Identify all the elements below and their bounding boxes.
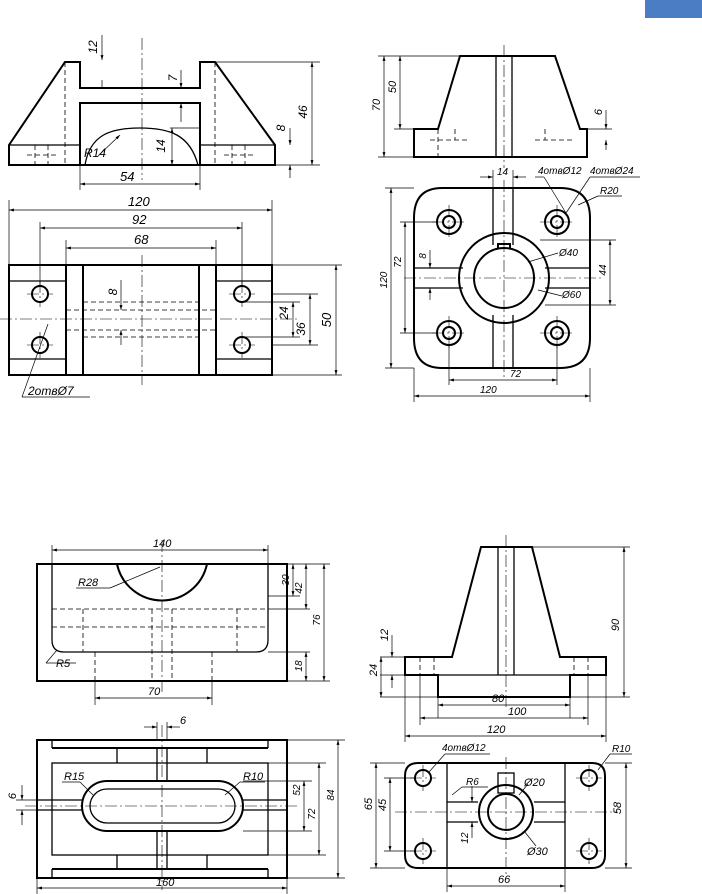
dim-72-vertical: 72 (393, 256, 404, 268)
dim-70: 70 (148, 686, 161, 698)
dim-140: 140 (153, 538, 172, 550)
dim-r15: R15 (64, 771, 85, 783)
dim-r6: R6 (466, 777, 479, 788)
dim-84: 84 (326, 789, 337, 801)
dim-6-left: 6 (7, 792, 19, 799)
drawing-4-top-view: 4отвØ12 R10 R6 Ø20 Ø30 65 45 58 12 66 (363, 743, 632, 892)
dim-r28: R28 (78, 577, 99, 589)
note-holes-12: 4отвØ12 (442, 743, 486, 754)
drawing-2-top-view: 14 4отвØ12 4отвØ24 R20 120 72 8 44 Ø40 Ø… (379, 166, 640, 402)
dim-24: 24 (277, 306, 291, 321)
corner-tab (645, 0, 702, 18)
dim-65: 65 (363, 797, 375, 810)
dim-24: 24 (368, 664, 380, 677)
dim-dia-60: Ø60 (561, 290, 581, 301)
dim-72: 72 (307, 808, 318, 820)
dim-58: 58 (612, 801, 624, 814)
dim-50: 50 (387, 80, 399, 93)
dim-dia-30: Ø30 (526, 846, 549, 858)
dim-14: 14 (497, 167, 509, 178)
dim-120-horizontal: 120 (480, 385, 497, 396)
dim-44: 44 (598, 264, 609, 276)
dim-r14: R14 (84, 146, 106, 160)
note-holes-24: 4отвØ24 (590, 166, 634, 177)
dim-160: 160 (156, 877, 175, 889)
note-holes-7: 2отвØ7 (27, 384, 75, 398)
dim-42: 42 (294, 582, 305, 594)
dim-100: 100 (508, 706, 527, 718)
dim-52: 52 (292, 784, 303, 796)
dim-120: 120 (487, 724, 506, 736)
dim-dia-20: Ø20 (523, 777, 546, 789)
dim-dia-40: Ø40 (558, 248, 578, 259)
dim-30: 30 (281, 574, 292, 586)
dim-90: 90 (610, 618, 622, 631)
dim-36: 36 (294, 322, 308, 336)
dim-70: 70 (371, 98, 383, 111)
dim-45: 45 (377, 798, 389, 811)
dim-7: 7 (166, 73, 180, 81)
note-holes-12: 4отвØ12 (538, 166, 582, 177)
drawing-1-front-view: 46 12 7 14 8 R14 54 (8, 35, 320, 190)
dim-6: 6 (593, 108, 605, 115)
dim-92: 92 (132, 212, 147, 227)
drawing-2-front-view: 70 50 6 (371, 45, 612, 168)
dim-r20: R20 (600, 186, 619, 197)
drawing-1-top-view: 120 92 68 8 24 36 50 2отвØ7 (0, 194, 342, 398)
dim-12: 12 (86, 40, 100, 54)
dim-r5: R5 (56, 658, 71, 670)
dim-14: 14 (154, 139, 168, 153)
dim-12-slot: 12 (460, 832, 471, 844)
dim-8b: 8 (106, 288, 120, 295)
drawing-4-front-view: 90 12 24 80 100 120 (368, 535, 630, 742)
dim-68: 68 (134, 232, 149, 247)
dim-r10: R10 (243, 771, 264, 783)
dim-72-horizontal: 72 (510, 369, 522, 380)
dim-54: 54 (120, 169, 134, 184)
dim-8: 8 (274, 124, 288, 131)
dim-50: 50 (319, 312, 334, 327)
dim-r10: R10 (612, 744, 631, 755)
dim-8: 8 (418, 253, 429, 259)
dim-6-top: 6 (180, 715, 187, 727)
dim-76: 76 (312, 614, 323, 626)
drawing-3-top-view: 6 6 R15 R10 52 72 84 160 (7, 715, 345, 894)
dim-120-vertical: 120 (379, 271, 390, 288)
drawing-3-front-view: 140 R28 30 42 76 18 R5 70 (36, 538, 330, 705)
dim-80: 80 (492, 693, 505, 705)
dim-66: 66 (498, 874, 511, 886)
dim-120: 120 (128, 194, 150, 209)
dim-46: 46 (296, 105, 310, 119)
dim-18: 18 (294, 660, 305, 672)
dim-12: 12 (379, 629, 391, 641)
